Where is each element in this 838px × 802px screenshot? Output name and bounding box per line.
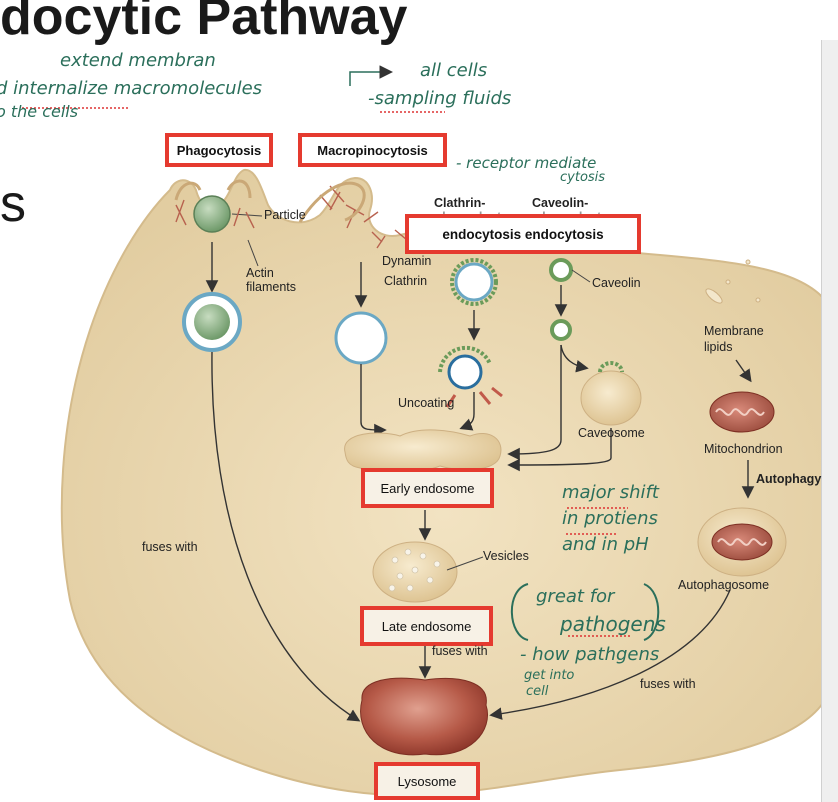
- uncoating-vesicle-icon: [438, 345, 503, 408]
- mitochondrion-icon: [709, 391, 775, 433]
- dynamin-label: Dynamin: [382, 254, 432, 268]
- bullet-fragment: s: [0, 178, 26, 230]
- caveosome-label: Caveosome: [578, 426, 645, 440]
- membrane-label-1: Membrane: [704, 324, 764, 338]
- phagocytic-cup: [174, 179, 252, 201]
- note-pathogens: pathogens: [560, 612, 666, 636]
- note-get-into: get into: [524, 668, 575, 683]
- note-all-cells: all cells: [420, 60, 488, 81]
- endocytosis-box: endocytosis endocytosis: [405, 214, 641, 254]
- membrane-ruffle: [298, 181, 366, 223]
- slide-title: docytic Pathway: [0, 0, 408, 46]
- caveolae-icon: [549, 258, 573, 341]
- caveolin-label: Caveolin: [592, 276, 641, 290]
- actin-label-2: filaments: [246, 280, 297, 294]
- note-in-proteins: in protiens: [562, 508, 658, 529]
- autophagy-label: Autophagy: [756, 472, 822, 486]
- early-endosome-icon: [344, 429, 502, 473]
- macropinosome-icon: [334, 311, 388, 365]
- note-extend-membrane: extend membran: [60, 50, 216, 71]
- particle-icon: [193, 195, 231, 233]
- actin-label-1: Actin: [246, 266, 274, 280]
- lysosome-box: Lysosome: [374, 762, 480, 800]
- note-major-shift: major shift: [562, 482, 659, 503]
- mitochondrion-label: Mitochondrion: [704, 442, 783, 456]
- late-endosome-icon: [372, 541, 458, 603]
- caveosome-icon: [580, 370, 642, 426]
- note-cell: cell: [526, 684, 549, 699]
- membrane-label-2: lipids: [704, 340, 733, 354]
- note-sampling-fluids: -sampling fluids: [368, 88, 512, 109]
- clathrin-coated-vesicle-icon: [450, 258, 498, 306]
- note-internalize: d internalize macromolecules: [0, 78, 263, 99]
- note-receptor-mediated: - receptor mediate: [456, 154, 597, 172]
- autophagosome-icon: [697, 507, 787, 577]
- membrane-lipids-icon: [705, 259, 761, 304]
- note-cytosis: cytosis: [560, 170, 606, 185]
- note-and-in-ph: and in pH: [562, 534, 649, 555]
- fuses-with-late-label: fuses with: [432, 644, 488, 658]
- note-great-for: great for: [536, 586, 615, 607]
- caveolin-dependent-label: Caveolin-: [532, 196, 589, 210]
- macropinocytosis-box: Macropinocytosis: [298, 133, 447, 167]
- fuses-with-left-label: fuses with: [142, 540, 198, 554]
- clathrin-dependent-label: Clathrin-: [434, 196, 486, 210]
- clathrin-label: Clathrin: [384, 274, 428, 288]
- early-endosome-box: Early endosome: [361, 468, 494, 508]
- vesicles-label: Vesicles: [483, 549, 529, 563]
- phagocytosis-box: Phagocytosis: [165, 133, 273, 167]
- autophagosome-label: Autophagosome: [678, 578, 770, 592]
- actin-filaments-icon: [175, 185, 408, 249]
- window-scrollbar[interactable]: [821, 40, 838, 802]
- particle-label: Particle: [264, 208, 306, 222]
- late-endosome-box: Late endosome: [360, 606, 493, 646]
- note-how-pathogens: - how pathgens: [520, 644, 660, 665]
- note-into-cells: o the cells: [0, 102, 79, 121]
- fuses-with-right-label: fuses with: [640, 677, 696, 691]
- lysosome-icon: [360, 677, 488, 756]
- uncoating-label: Uncoating: [398, 396, 455, 410]
